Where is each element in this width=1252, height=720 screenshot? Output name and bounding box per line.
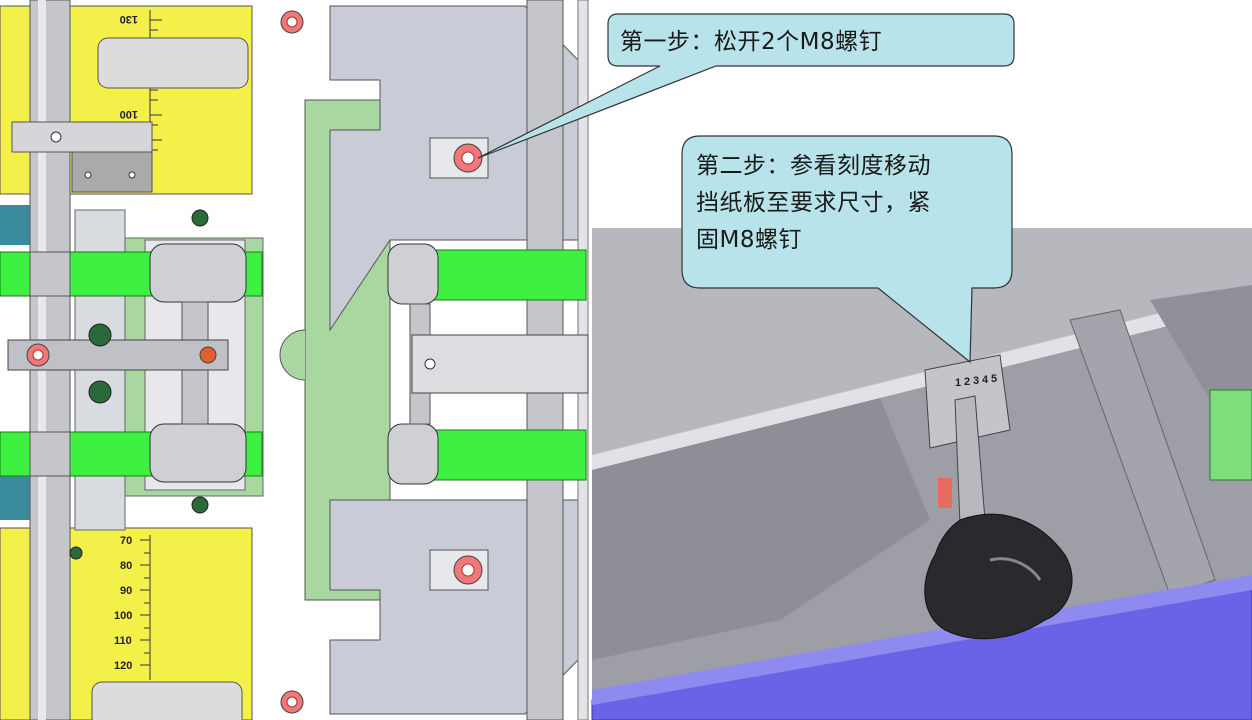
lower-scale-ticks (140, 535, 151, 680)
lower-scale-label: 80 (120, 560, 132, 572)
step2-line: 第二步：参看刻度移动 (696, 153, 931, 179)
step2-line: 挡纸板至要求尺寸，紧 (696, 190, 931, 216)
step1-callout-text: 第一步：松开2个M8螺钉 (620, 29, 883, 55)
gauge-label: 2 (964, 376, 970, 388)
middle-cad-view (279, 0, 589, 720)
lower-scale-label: 100 (114, 610, 132, 622)
gauge-label: 1 (955, 377, 961, 389)
lower-scale-label: 120 (114, 660, 132, 672)
lower-scale-label: 110 (114, 635, 132, 647)
lower-scale-label: 90 (120, 585, 132, 597)
upper-scale-label: 130 (120, 13, 138, 25)
roller-upper (149, 243, 247, 303)
left-cad-view: 130 120 110 100 90 70 80 90 100 110 120 (0, 0, 264, 720)
lower-scale-label: 70 (120, 535, 132, 547)
gauge-labels: 1 2 3 4 5 (955, 373, 997, 389)
upper-scale-label: 100 (120, 108, 138, 120)
lower-scale-labels: 70 80 90 100 110 120 (114, 535, 132, 672)
gauge-label: 3 (973, 375, 979, 387)
callout-step2 (681, 135, 1013, 364)
gauge-label: 5 (991, 373, 997, 385)
roller-lower (149, 423, 247, 483)
step2-callout-text: 第二步：参看刻度移动 挡纸板至要求尺寸，紧 固M8螺钉 (696, 148, 996, 259)
gauge-label: 4 (982, 374, 989, 386)
step2-line: 固M8螺钉 (696, 227, 802, 253)
callout-step1 (477, 13, 1015, 159)
star-knob (924, 513, 1073, 640)
